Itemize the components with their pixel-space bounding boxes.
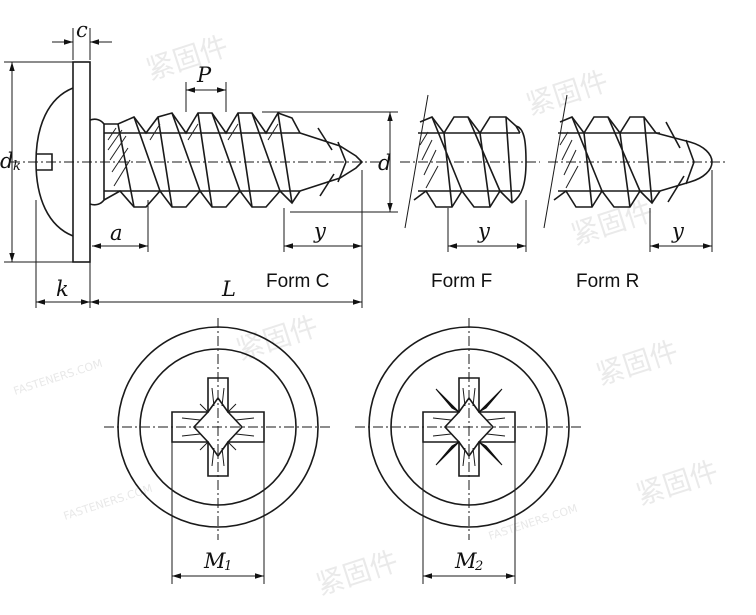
- blunt-end: [511, 125, 527, 204]
- dim-m2-label: M: [454, 549, 477, 573]
- point-thread: [665, 121, 695, 203]
- dim-m2-sub: 2: [474, 559, 483, 574]
- form-c-label: Form C: [266, 271, 329, 292]
- break-line: [543, 94, 568, 229]
- side-view-form-c: [10, 61, 380, 263]
- thread-flanks: [117, 112, 293, 208]
- dim-m1-label: M: [203, 549, 226, 573]
- watermark: 紧固件: [312, 544, 402, 601]
- thread-flanks: [571, 116, 653, 208]
- thread-crest-top: [419, 116, 521, 135]
- dim-y-label-c: y: [313, 219, 327, 243]
- watermark: 紧固件: [142, 29, 232, 86]
- dim-m1-sub: 1: [224, 559, 232, 574]
- recess-inner: [192, 396, 244, 458]
- watermark: 紧固件: [232, 309, 322, 366]
- watermark-url: FASTENERS.COM: [12, 357, 104, 398]
- watermark: 紧固件: [632, 454, 722, 511]
- form-r-label: Form R: [576, 271, 639, 292]
- dim-dk-label: d: [0, 149, 13, 173]
- dim-p-label: P: [196, 63, 212, 87]
- recess-inner: [443, 396, 495, 458]
- thread-crest-top: [104, 112, 301, 135]
- top-view-m2: M 2: [355, 318, 583, 584]
- thread-crest-bottom: [103, 189, 301, 208]
- washer-flange: [72, 61, 91, 263]
- recess-hatch: [181, 387, 255, 467]
- watermark: 紧固件: [592, 334, 682, 391]
- dim-k-label: k: [56, 277, 69, 301]
- point-thread: [317, 127, 347, 197]
- dim-d-label: d: [378, 151, 391, 175]
- form-f-label: Form F: [431, 271, 492, 292]
- rounded-point: [655, 132, 713, 192]
- watermark-group: 紧固件 紧固件 紧固件 紧固件 紧固件 紧固件 紧固件 FASTENERS.CO…: [12, 29, 722, 601]
- top-view-m1: M 1: [104, 318, 332, 584]
- dim-y-label-f: y: [477, 219, 491, 243]
- thread-hatch: [419, 131, 439, 189]
- dim-dk-sub: k: [13, 159, 21, 174]
- watermark: 紧固件: [567, 194, 657, 251]
- form-f-view: y Form F: [400, 94, 540, 292]
- screw-head-dome: [35, 87, 74, 237]
- star-spikes: [435, 388, 503, 466]
- form-r-view: y Form R: [543, 94, 726, 292]
- thread-hatch: [559, 131, 579, 189]
- dim-l-label: L: [221, 277, 236, 301]
- dimensions-side: c P d k d a y k L Form C: [0, 18, 398, 308]
- thread-crest-bottom: [413, 189, 513, 208]
- dim-y-label-r: y: [671, 219, 685, 243]
- watermark: 紧固件: [522, 64, 612, 121]
- watermark-url: FASTENERS.COM: [62, 482, 154, 523]
- recess-hatch: [432, 387, 506, 467]
- thread-hatch: [107, 123, 279, 187]
- thread-crest-bottom: [553, 189, 661, 208]
- screw-neck: [89, 118, 105, 206]
- dim-a-label: a: [110, 221, 123, 245]
- break-line: [404, 94, 429, 229]
- thread-flanks: [431, 116, 513, 208]
- head-recess: [36, 153, 53, 171]
- dim-c-label: c: [76, 18, 88, 42]
